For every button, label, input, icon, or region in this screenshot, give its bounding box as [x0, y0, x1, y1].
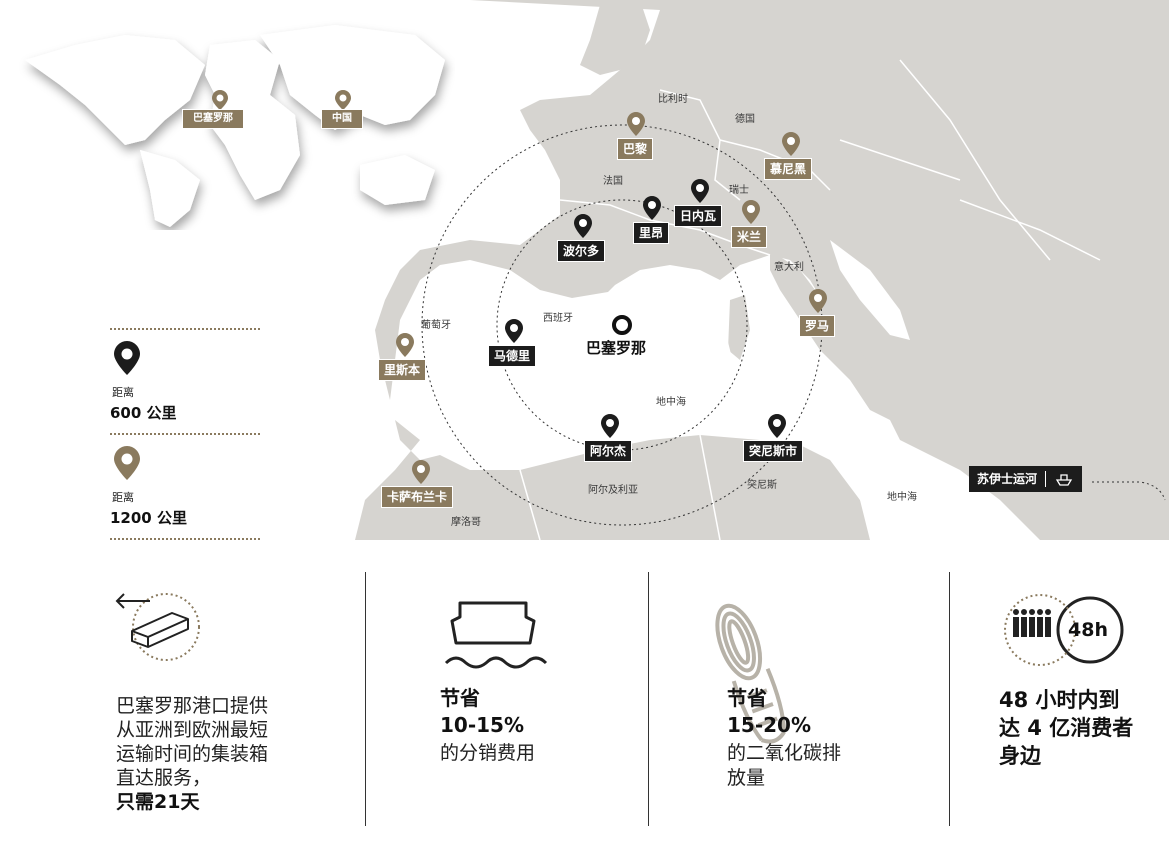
- australia: [360, 155, 435, 205]
- country-label: 德国: [735, 114, 755, 125]
- country-label: 阿尔及利亚: [588, 485, 638, 496]
- city-label-milan: 米兰: [731, 226, 768, 248]
- column-divider: [949, 572, 950, 826]
- world-pin-china-label: 中国: [321, 109, 363, 129]
- map-pin-icon: [809, 289, 827, 313]
- stat-consumers-line: 身边: [999, 744, 1041, 768]
- world-pin-barcelona-label: 巴塞罗那: [182, 109, 244, 129]
- map-pin-icon: [505, 319, 523, 343]
- people-48h-icon: [1004, 594, 1124, 666]
- europe-africa: [205, 40, 300, 200]
- city-label-bordeaux: 波尔多: [557, 240, 606, 262]
- map-pin-icon: [114, 341, 140, 375]
- map-pin-icon: [782, 132, 800, 156]
- world-map-inset: [25, 25, 445, 227]
- stat-co2-title: 节省: [727, 686, 767, 710]
- hub-label-barcelona: 巴塞罗那: [586, 339, 647, 357]
- country-label: 法国: [603, 176, 623, 187]
- map-pin-icon: [396, 333, 414, 357]
- map-pin-icon: [114, 446, 140, 480]
- stat-co2-caption: 放量: [727, 767, 766, 789]
- text-line: 运输时间的集装箱: [116, 743, 269, 765]
- stat-consumers-line: 达 4 亿消费者: [999, 716, 1134, 740]
- map-pin-icon: [335, 90, 351, 110]
- country-label: 葡萄牙: [421, 320, 451, 331]
- stat-cost-percent: 10-15%: [440, 713, 525, 737]
- city-label-lisbon: 里斯本: [378, 359, 427, 381]
- map-pin-icon: [574, 214, 592, 238]
- stat-cost-title: 节省: [440, 686, 480, 710]
- highlight-days: 只需21天: [116, 791, 200, 813]
- legend-gold-caption: 距离: [112, 491, 134, 504]
- country-label: 突尼斯: [747, 480, 777, 491]
- legend-gold-distance: 1200 公里: [110, 509, 187, 527]
- legend-divider: [110, 328, 260, 330]
- suez-canal-text: 苏伊士运河: [977, 472, 1038, 486]
- country-label: 地中海: [887, 492, 917, 503]
- map-pin-icon: [643, 196, 661, 220]
- divider: [1045, 471, 1047, 487]
- country-label: 西班牙: [543, 313, 573, 324]
- carbon-footprint-icon: [715, 603, 787, 744]
- mediterranean-sea: [460, 275, 1030, 540]
- column-divider: [648, 572, 649, 826]
- legend-divider: [110, 538, 260, 540]
- city-label-paris: 巴黎: [617, 138, 654, 160]
- country-label: 地中海: [656, 397, 686, 408]
- text-line: 直达服务，: [116, 767, 212, 789]
- europe-map: [355, 0, 1169, 541]
- city-label-algiers: 阿尔杰: [584, 440, 633, 462]
- suez-canal-label: 苏伊士运河: [969, 466, 1083, 492]
- country-label: 意大利: [774, 262, 804, 273]
- stat-shipping-description: 巴塞罗那港口提供 从亚洲到欧洲最短 运输时间的集装箱 直达服务， 只需21天: [116, 694, 268, 814]
- city-label-rome: 罗马: [799, 315, 836, 337]
- barcelona-hub-marker: [612, 315, 632, 335]
- stat-cost-caption: 的分销费用: [440, 742, 536, 764]
- city-label-munich: 慕尼黑: [764, 158, 813, 180]
- south-america: [140, 150, 200, 227]
- north-america: [25, 35, 205, 145]
- map-pin-icon: [212, 90, 228, 110]
- column-divider: [365, 572, 366, 826]
- text-line: 从亚洲到欧洲最短: [116, 719, 269, 741]
- stat-co2-percent: 15-20%: [727, 713, 812, 737]
- map-pin-icon: [601, 414, 619, 438]
- map-pin-icon: [768, 414, 786, 438]
- city-label-geneva: 日内瓦: [674, 205, 723, 227]
- 48h-badge: 48h: [1068, 619, 1108, 641]
- ship-icon: [1055, 474, 1073, 486]
- stat-consumers-line: 48 小时内到: [999, 688, 1120, 712]
- city-label-madrid: 马德里: [488, 345, 537, 367]
- legend-dark-distance: 600 公里: [110, 404, 177, 422]
- map-pin-icon: [742, 200, 760, 224]
- britain-landmass: [580, 0, 650, 75]
- text-line: 巴塞罗那港口提供: [116, 695, 269, 717]
- stat-co2-caption: 的二氧化碳排: [727, 742, 842, 764]
- city-label-tunis: 突尼斯市: [743, 440, 804, 462]
- asia: [260, 25, 445, 130]
- ship-icon: [444, 601, 548, 669]
- city-label-lyon: 里昂: [633, 222, 670, 244]
- map-pin-icon: [691, 179, 709, 203]
- legend-dark-caption: 距离: [112, 386, 134, 399]
- container-shipping-icon: [115, 593, 200, 661]
- country-label: 瑞士: [729, 185, 749, 196]
- city-label-casablanca: 卡萨布兰卡: [381, 486, 454, 508]
- legend-divider: [110, 433, 260, 435]
- country-label: 摩洛哥: [451, 517, 481, 528]
- country-label: 比利时: [658, 94, 688, 105]
- map-pin-icon: [412, 460, 430, 484]
- map-pin-icon: [627, 112, 645, 136]
- europe-landmass: [355, 0, 1169, 540]
